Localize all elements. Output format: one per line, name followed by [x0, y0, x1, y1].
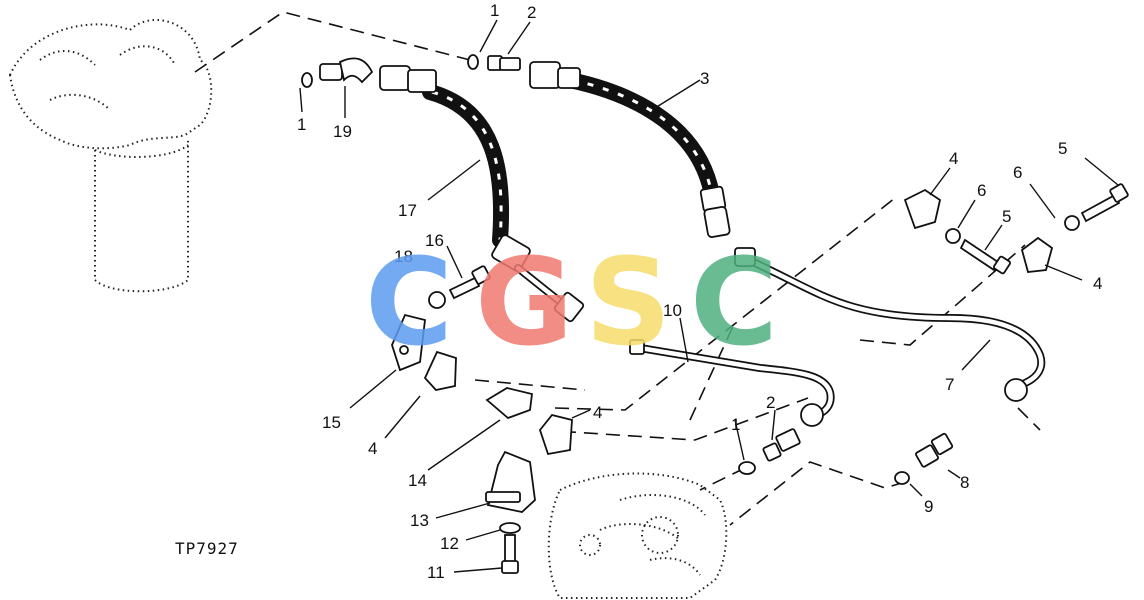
clamp-4-right [1020, 236, 1054, 273]
oring-1-left [301, 72, 313, 88]
callout-9: 9 [924, 497, 933, 516]
tube-10 [629, 339, 835, 427]
watermark-letter-g: G [475, 234, 574, 373]
callout-14: 14 [408, 471, 427, 490]
watermark-letter-s: S [585, 234, 671, 373]
adapter-fitting-2-top [487, 55, 521, 71]
oring-9 [894, 471, 910, 485]
callout-1: 1 [731, 415, 740, 434]
callout-4: 4 [949, 149, 958, 168]
washer-18 [428, 291, 446, 309]
fitting-8 [915, 432, 954, 468]
watermark-letter-c1: C [365, 234, 453, 373]
callout-16: 16 [425, 231, 444, 250]
hose-3 [562, 72, 720, 203]
callout-7: 7 [945, 375, 954, 394]
figure-reference: TP7927 [175, 539, 239, 558]
callout-15: 15 [322, 413, 341, 432]
block-14 [485, 387, 533, 420]
hose-17-lower-elbow [491, 234, 585, 323]
washer-6-left [945, 228, 961, 244]
washer-12 [499, 522, 521, 534]
callout-11: 11 [427, 563, 445, 582]
cgsc-watermark: C G S C [365, 234, 778, 373]
callout-13: 13 [410, 511, 429, 530]
bracket-15 [391, 313, 426, 372]
tube-7 [734, 247, 1046, 402]
fitting-2-lower [762, 428, 801, 462]
callout-2: 2 [766, 393, 775, 412]
callout-6: 6 [977, 181, 986, 200]
callout-5: 5 [1002, 207, 1011, 226]
callout-19: 19 [333, 122, 352, 141]
callout-4: 4 [593, 403, 602, 422]
callout-10: 10 [663, 301, 682, 320]
clamp-4-left [423, 350, 457, 391]
washer-6-right [1064, 215, 1080, 231]
leader-lines [299, 19, 1119, 573]
callout-12: 12 [440, 534, 459, 553]
clamp-4-center [538, 413, 573, 456]
assembly-dashed-lines [194, 11, 1041, 526]
callout-18: 18 [394, 247, 413, 266]
bolt-11 [501, 534, 519, 574]
callout-4: 4 [1093, 274, 1102, 293]
watermark-letter-c2: C [690, 234, 778, 373]
callout-4: 4 [368, 439, 377, 458]
callout-labels: 1 2 1 19 3 17 16 18 10 4 6 5 6 5 4 7 15 … [297, 1, 1102, 582]
callout-6: 6 [1013, 163, 1022, 182]
oring-1-lower [738, 461, 756, 475]
callout-1: 1 [297, 115, 306, 134]
bolt-16 [448, 265, 491, 300]
hose-3-upper-fitting [529, 61, 581, 89]
callout-1: 1 [490, 1, 499, 20]
oring-1-top [467, 54, 479, 70]
callout-17: 17 [398, 201, 417, 220]
callout-2: 2 [527, 3, 536, 22]
bolt-5-left [959, 238, 1011, 275]
bolt-5-right [1080, 183, 1129, 223]
clamp-4-upper-right [903, 188, 942, 230]
pump-body-outline [547, 472, 728, 599]
hose-3-lower-fitting [699, 185, 731, 238]
callout-8: 8 [960, 473, 969, 492]
callout-3: 3 [700, 69, 709, 88]
hose-17 [422, 84, 510, 248]
bracket-13 [485, 450, 536, 513]
elbow-fitting-19 [319, 57, 374, 84]
filter-head-outline [8, 19, 213, 293]
hose-17-upper-fitting [379, 65, 437, 93]
callout-5: 5 [1058, 139, 1067, 158]
